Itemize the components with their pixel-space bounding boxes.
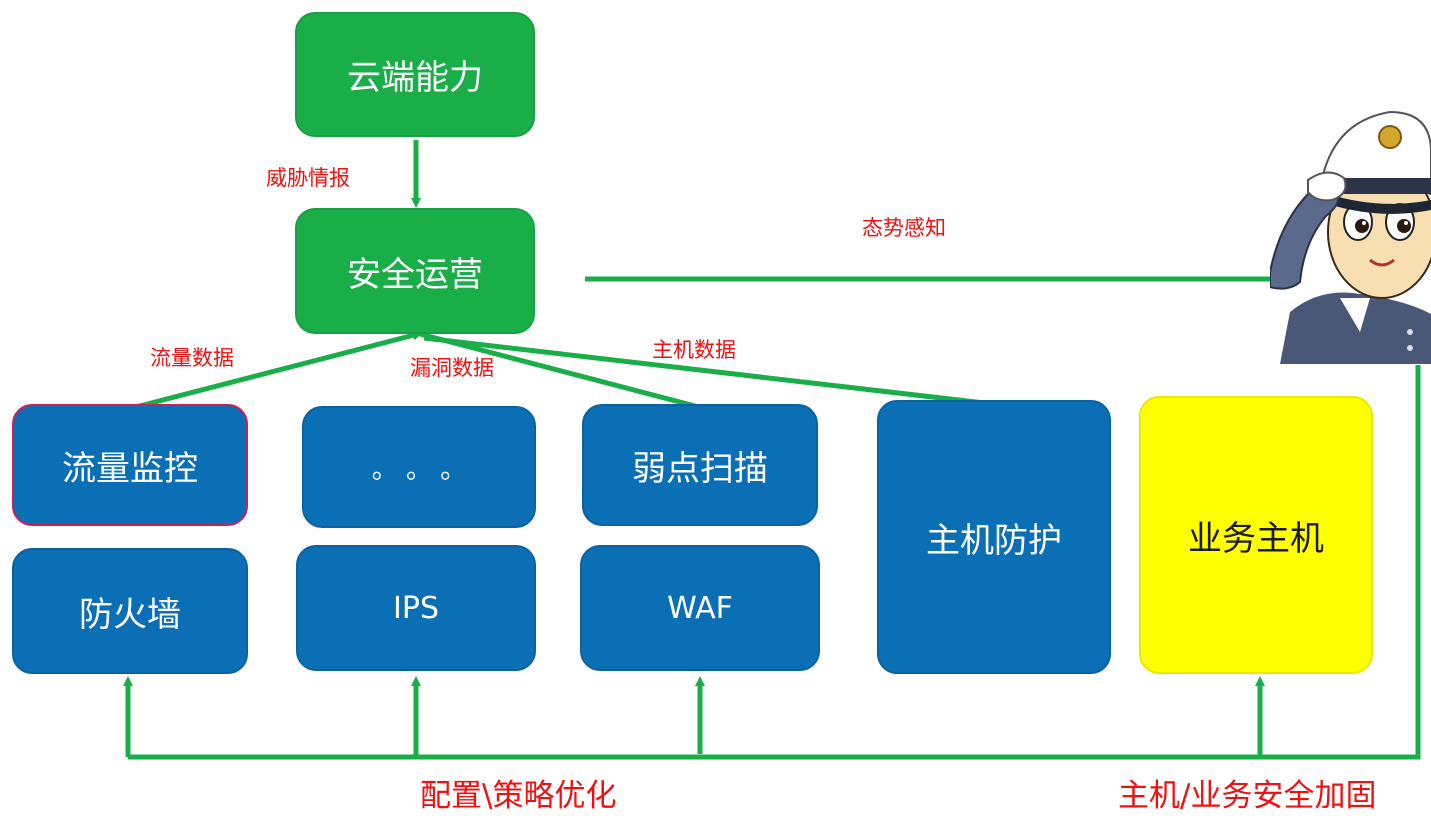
cloud-capability-node: 云端能力 — [295, 12, 535, 137]
traffic-monitor-label: 流量监控 — [62, 448, 198, 489]
traffic-data-label: 流量数据 — [150, 346, 234, 370]
situation-awareness-label: 态势感知 — [862, 216, 946, 240]
ips-label: IPS — [393, 590, 439, 626]
ellipsis-label: 。 。 。 — [371, 454, 467, 485]
security-operations-label: 安全运营 — [347, 254, 483, 295]
host-data-label: 主机数据 — [652, 338, 736, 362]
host-hardening-label: 主机/业务安全加固 — [1118, 778, 1377, 814]
feedback-bus-line — [128, 365, 1421, 760]
traffic-to-secops-line — [131, 330, 423, 411]
host-to-secops-line — [423, 335, 994, 407]
threat-intel-label: 威胁情报 — [266, 166, 350, 190]
host-protection-label: 主机防护 — [926, 520, 1062, 561]
business-host-label: 业务主机 — [1188, 518, 1324, 559]
host-protection-node: 主机防护 — [877, 400, 1111, 674]
waf-node: WAF — [580, 545, 820, 671]
scan-to-secops-line — [419, 331, 696, 409]
business-host-node: 业务主机 — [1139, 396, 1373, 674]
security-operations-node: 安全运营 — [295, 208, 535, 334]
firewall-label: 防火墙 — [79, 594, 181, 635]
ellipsis-node: 。 。 。 — [302, 406, 536, 528]
waf-label: WAF — [667, 590, 733, 626]
cloud-capability-label: 云端能力 — [347, 58, 483, 98]
vuln-data-label: 漏洞数据 — [410, 356, 494, 380]
vuln-scan-label: 弱点扫描 — [632, 448, 768, 489]
police-officer-saluting-icon — [1269, 82, 1431, 364]
config-optimization-label: 配置\策略优化 — [420, 778, 617, 814]
vuln-scan-node: 弱点扫描 — [582, 404, 818, 526]
traffic-monitor-node: 流量监控 — [12, 404, 248, 526]
ips-node: IPS — [296, 545, 536, 671]
firewall-node: 防火墙 — [12, 548, 248, 674]
